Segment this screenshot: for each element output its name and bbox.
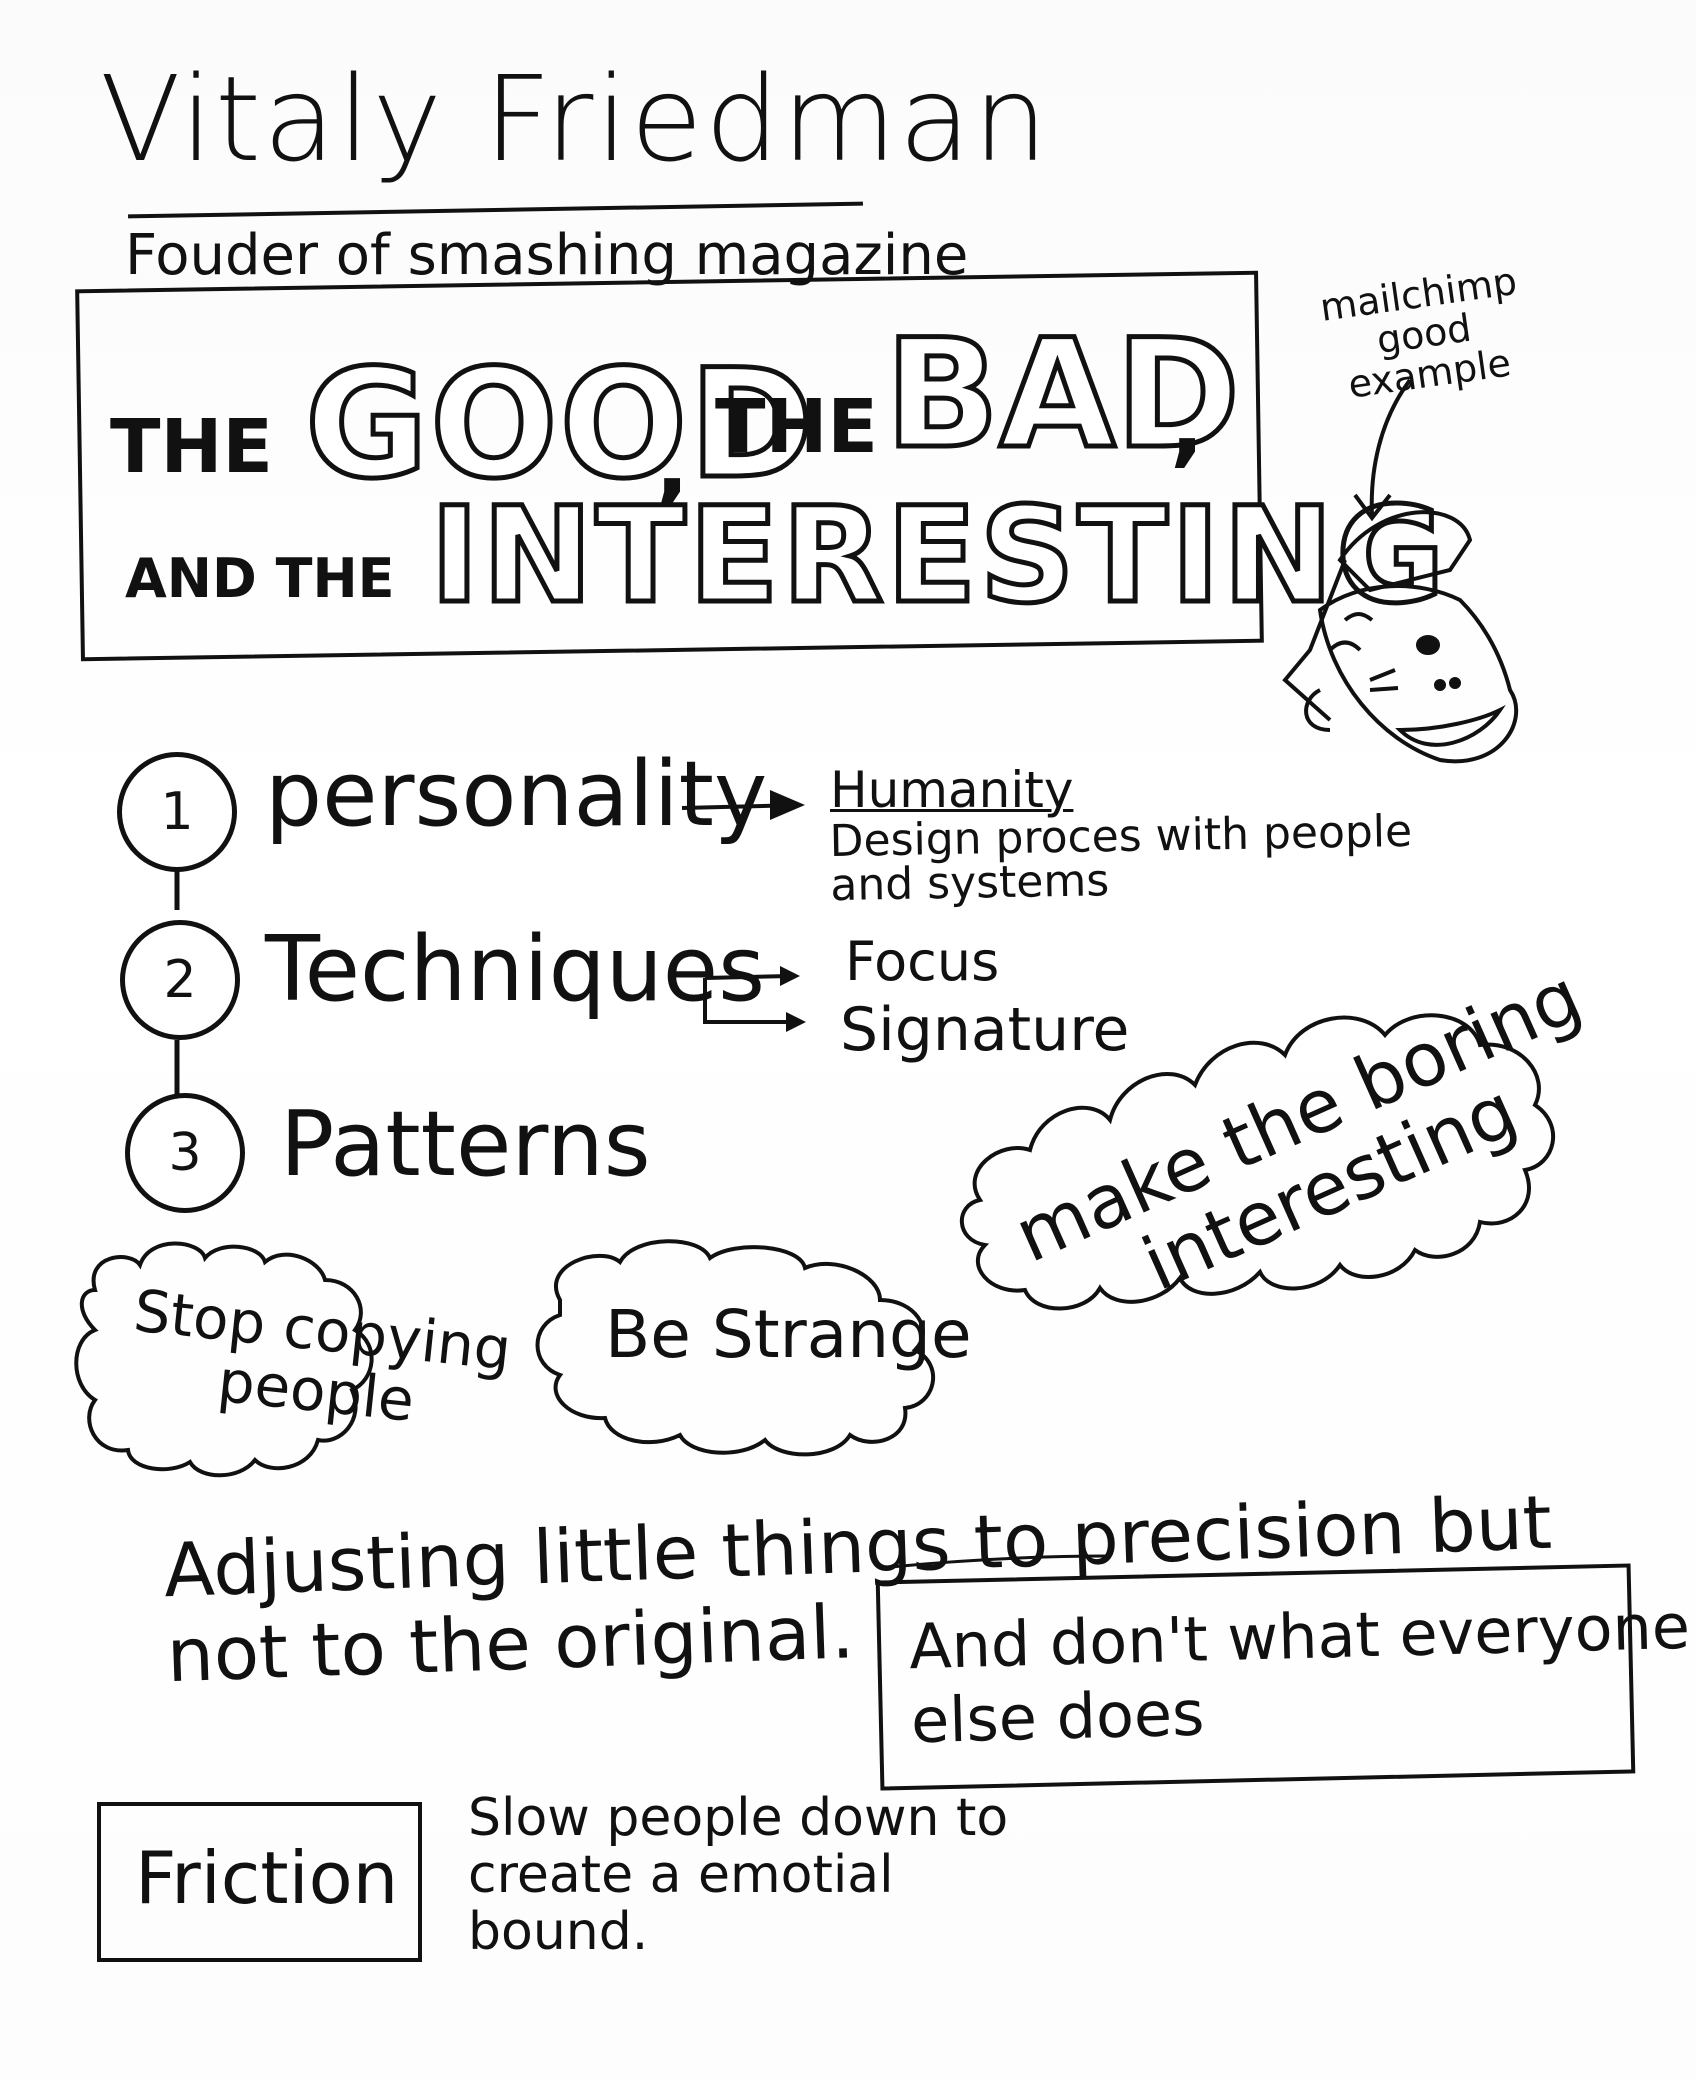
outline-number-3: 3 [125,1093,245,1213]
outline-item-personality: personality [265,742,768,847]
banner-and-the: AND THE [125,547,395,610]
outline-number-2: 2 [120,920,240,1040]
banner-good: GOOD [303,338,817,512]
technique-signature: Signature [840,995,1130,1065]
cloud-be-strange-text: Be Strange [605,1296,972,1373]
banner-bad: BAD [883,308,1243,482]
personality-arrow-head [770,790,805,820]
note-arrow-head [1353,493,1392,522]
banner-the-1: THE [110,404,273,490]
mailchimp-monkey-icon [1282,510,1519,764]
adjusting-box-text: And don't what everyone else does [908,1589,1691,1758]
signature-arrow-head [786,1012,806,1032]
techniques-bracket [703,974,795,1024]
banner-the-2: THE [715,384,878,470]
friction-label: Friction [135,1836,399,1920]
speaker-name: Vitaly Friedman [100,50,1050,188]
cloud-stop-copying [74,1241,374,1478]
cloud-be-strange [535,1239,935,1457]
banner-interesting: INTERESTING [428,479,1448,633]
speaker-subtitle: Fouder of smashing magazine [125,223,969,288]
humanity-description: Design proces with people and systems [829,805,1413,912]
friction-box-frame [97,1802,422,1962]
outline-item-techniques: Techniques [265,917,766,1022]
technique-focus: Focus [845,930,1000,993]
cloud-make-boring [959,1013,1555,1311]
adjust-underline [879,1554,1111,1570]
outline-number-1: 1 [117,752,237,872]
outline-item-patterns: Patterns [280,1092,651,1197]
banner-comma-2: , [1170,372,1205,477]
note-arrow [1369,378,1412,516]
friction-description: Slow people down to create a emotial bou… [468,1788,1009,1963]
banner-comma-1: , [655,412,690,517]
focus-arrow-head [780,966,800,986]
humanity-heading: Humanity [830,761,1074,819]
